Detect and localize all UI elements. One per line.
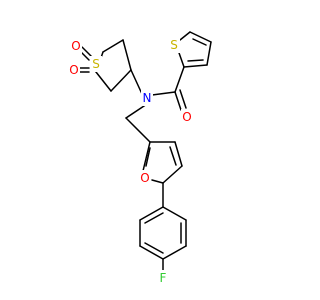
bond	[122, 39, 132, 71]
bond	[183, 64, 208, 68]
atom-label: S	[170, 38, 178, 52]
double-bond	[174, 91, 182, 111]
bond	[139, 245, 164, 260]
bond	[130, 69, 143, 95]
sulfolane-ring	[78, 39, 132, 92]
molecule-structure: S O O N O S O F	[68, 31, 212, 286]
bond	[125, 117, 151, 143]
bond	[142, 141, 151, 172]
atom-sulfone-o2: O	[68, 62, 80, 78]
bond	[95, 71, 112, 92]
atom-label: S	[92, 57, 100, 71]
atom-label: O	[182, 110, 191, 124]
bond	[162, 245, 187, 260]
double-bond	[81, 46, 93, 58]
double-bond	[144, 212, 164, 224]
bond	[139, 206, 164, 221]
bond	[102, 39, 124, 53]
atom-amide-o: O	[181, 109, 193, 125]
double-bond	[145, 147, 151, 167]
atom-furan-o: O	[139, 170, 151, 186]
atom-sulfone-s: S	[90, 56, 102, 72]
double-bond	[144, 242, 164, 254]
double-bond	[187, 59, 204, 62]
atom-thiophene-s: S	[168, 37, 180, 53]
atom-label: F	[160, 271, 167, 285]
bond	[174, 141, 183, 167]
atom-fluorine: F	[157, 270, 169, 286]
atom-label: N	[143, 91, 152, 105]
furan-ring	[142, 141, 183, 184]
bond	[151, 179, 164, 184]
bond	[179, 31, 191, 41]
fluorophenyl-ring	[139, 206, 187, 260]
atom-label: O	[69, 63, 78, 77]
atom-label: O	[71, 39, 80, 53]
bond	[125, 103, 148, 119]
bond	[151, 91, 176, 96]
bond	[189, 31, 212, 43]
bond	[162, 165, 183, 184]
atom-sulfone-o1: O	[70, 38, 82, 54]
double-bond	[192, 38, 207, 46]
bond	[162, 206, 187, 221]
double-bond	[169, 146, 177, 166]
bond	[174, 66, 185, 93]
bond	[206, 41, 212, 66]
atom-amide-n: N	[141, 90, 153, 106]
double-bond	[179, 89, 187, 109]
atom-label: O	[140, 171, 149, 185]
bond	[110, 69, 132, 92]
molecule-canvas: S O O N O S O F	[68, 31, 212, 286]
thiophene-ring	[177, 31, 212, 68]
